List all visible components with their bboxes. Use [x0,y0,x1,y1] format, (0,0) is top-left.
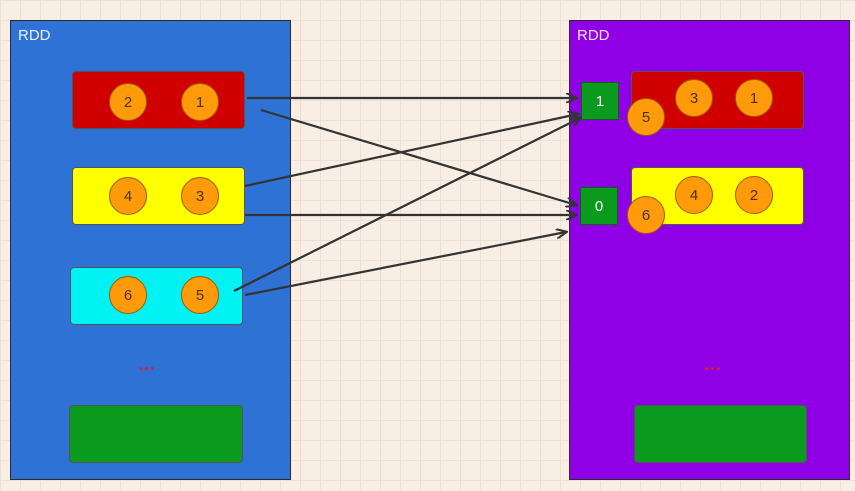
record-circle: 1 [181,83,219,121]
record-circle: 2 [735,176,773,214]
target-partition-n [634,405,807,463]
source-partition-2 [72,167,245,225]
target-rdd-title: RDD [577,27,610,44]
source-partition-1 [72,71,245,129]
source-partition-n [69,405,243,463]
source-rdd-title: RDD [18,27,51,44]
target-partition-1 [631,71,804,129]
source-ellipsis: ... [138,354,157,374]
target-ellipsis: ... [704,354,723,374]
record-circle: 2 [109,83,147,121]
arrow-2-to-bucket-0 [260,108,576,205]
bucket-1: 1 [581,82,619,120]
record-circle: 6 [109,276,147,314]
record-circle: 3 [675,79,713,117]
record-circle: 4 [109,177,147,215]
record-circle: 4 [675,176,713,214]
bucket-0: 0 [580,187,618,225]
arrow-6-to-bucket-0 [244,232,566,297]
record-circle-overflow: 6 [627,196,665,234]
arrow-3-to-bucket-1 [244,114,578,188]
record-circle: 1 [735,79,773,117]
record-circle-overflow: 5 [627,98,665,136]
record-circle: 3 [181,177,219,215]
record-circle: 5 [181,276,219,314]
